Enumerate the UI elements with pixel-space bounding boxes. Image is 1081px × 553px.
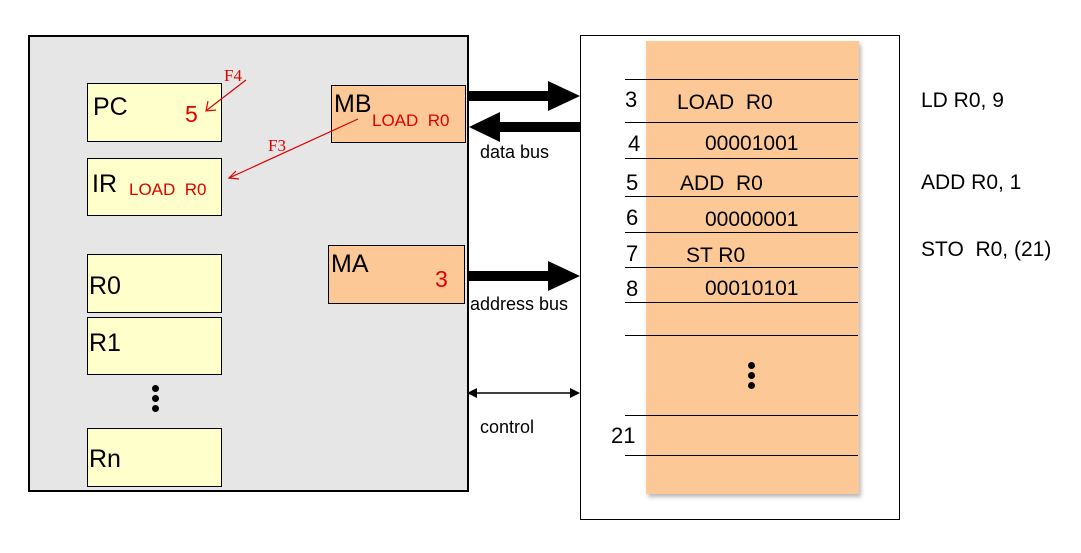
ir-register: IR LOAD R0 (87, 158, 222, 216)
memory-address: 6 (626, 205, 639, 230)
data-bus-arrow-right (468, 81, 580, 111)
memory-divider (625, 415, 858, 416)
memory-divider (625, 158, 858, 159)
memory-cell: ST R0 (686, 244, 746, 267)
address-bus-arrow (468, 261, 580, 291)
memory-cell: ADD R0 (680, 172, 763, 195)
pc-label: PC (93, 93, 128, 121)
memory-cell: 00000001 (705, 208, 799, 231)
memory-divider (625, 196, 858, 197)
memory-address: 3 (625, 87, 638, 112)
memory-divider (625, 455, 858, 456)
memory-divider (625, 267, 858, 268)
mb-value: LOAD R0 (372, 111, 450, 130)
rn-register: Rn (87, 428, 222, 487)
f4-label: F4 (224, 66, 242, 85)
ir-value: LOAD R0 (129, 180, 207, 199)
memory-divider (625, 335, 858, 336)
f3-arrow (227, 118, 359, 180)
memory-address: 7 (626, 241, 639, 266)
memory-cell: 00010101 (705, 277, 799, 300)
f4-arrow (205, 79, 247, 112)
r0-register: R0 (87, 254, 222, 313)
memory-divider (625, 79, 858, 80)
asm-line: STO R0, (21) (921, 238, 1052, 261)
ma-register: MA 3 (328, 245, 465, 304)
data-bus-arrow-left (469, 112, 580, 142)
f3-label: F3 (268, 136, 286, 155)
mb-label: MB (334, 90, 372, 118)
memory-address: 8 (626, 276, 639, 301)
memory-address: 4 (628, 131, 641, 156)
r1-register: R1 (87, 317, 222, 375)
rn-label: Rn (89, 445, 121, 473)
memory-address: 21 (611, 423, 636, 448)
pc-value: 5 (185, 101, 198, 127)
address-bus-label: address bus (470, 294, 569, 314)
memory-cell: 00001001 (705, 132, 799, 155)
ma-label: MA (331, 250, 369, 278)
memory-divider (625, 232, 858, 233)
control-bus-arrow (467, 388, 580, 398)
asm-line: LD R0, 9 (921, 89, 1004, 112)
asm-line: ADD R0, 1 (921, 171, 1022, 194)
pc-register: PC 5 (87, 83, 222, 142)
ma-value: 3 (435, 266, 448, 292)
mb-register: MB LOAD R0 (331, 85, 466, 143)
memory-ellipsis (748, 362, 756, 392)
r0-label: R0 (89, 272, 121, 300)
memory-divider (625, 122, 858, 123)
register-ellipsis (152, 385, 160, 415)
control-bus-label: control (480, 417, 535, 437)
memory-divider (625, 302, 858, 303)
ir-label: IR (92, 170, 117, 198)
r1-label: R1 (89, 329, 121, 357)
data-bus-label: data bus (480, 142, 550, 162)
memory-address: 5 (626, 170, 639, 195)
memory-cell: LOAD R0 (677, 91, 773, 114)
